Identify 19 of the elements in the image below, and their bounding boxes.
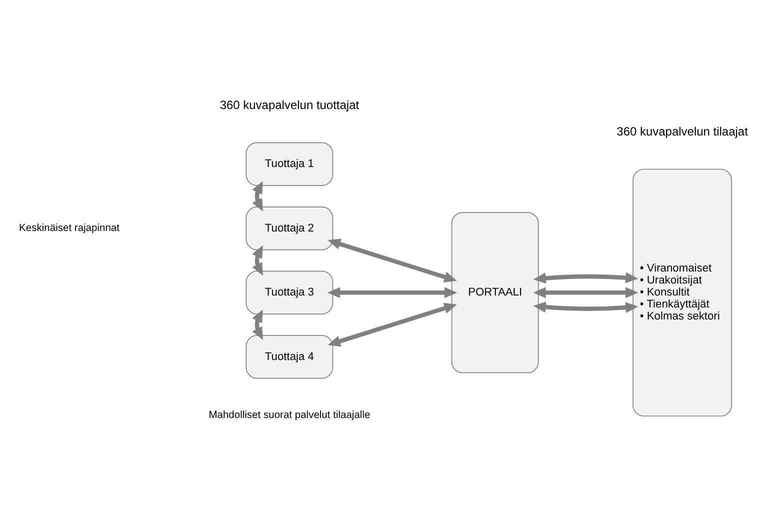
- arrow: [252, 310, 263, 340]
- label: Mahdolliset suorat palvelut tilaajalle: [208, 410, 370, 421]
- arrow: [533, 287, 638, 298]
- node-box: Tuottaja 3: [246, 270, 334, 314]
- label: 360 kuvapalvelun tilaajat: [616, 124, 748, 139]
- arrow: [328, 238, 457, 282]
- node-box: • Viranomaiset • Urakoitsijat • Konsultit • Tienkäyttäjät • Kolmas sektori: [632, 168, 732, 416]
- label: 360 kuvapalvelun tuottajat: [220, 98, 360, 112]
- node-box: Tuottaja 2: [246, 206, 334, 250]
- arrow: [327, 287, 458, 298]
- node-box: Tuottaja 4: [246, 335, 334, 379]
- arrow: [252, 181, 263, 212]
- node-box: PORTAALI: [451, 212, 539, 374]
- arrow: [252, 245, 263, 276]
- arrow: [533, 272, 638, 284]
- node-box: Tuottaja 1: [246, 142, 334, 186]
- label: Keskinäiset rajapinnat: [19, 223, 120, 234]
- arrow: [328, 302, 457, 347]
- arrow: [533, 302, 638, 314]
